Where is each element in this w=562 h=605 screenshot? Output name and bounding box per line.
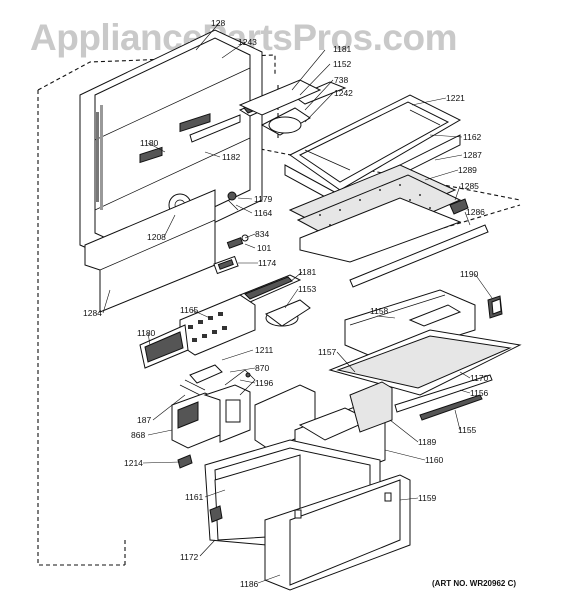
part-label: 834 [255, 229, 269, 239]
part-label: 1243 [238, 37, 257, 47]
part-label: 1208 [147, 232, 166, 242]
part-label: 1186 [240, 579, 259, 589]
part-label: 1165 [180, 305, 199, 315]
lower-liner-panel [84, 189, 216, 313]
door-panel-1159 [264, 474, 411, 591]
trim-strip-1286 [349, 224, 489, 288]
small-hardware [213, 191, 249, 275]
part-label: 1157 [318, 347, 337, 357]
clip-1214 [177, 454, 193, 469]
part-label: 1182 [222, 152, 241, 162]
part-label: 1285 [460, 181, 479, 191]
cover-1211 [189, 364, 223, 384]
part-label: 1287 [463, 150, 482, 160]
leader-lines [102, 21, 493, 584]
upper-rail [238, 79, 322, 116]
part-label: 1159 [418, 493, 437, 503]
top-frame-assembly [189, 81, 347, 143]
part-label: 1179 [254, 194, 273, 204]
control-panel-1165 [139, 294, 256, 369]
part-label: 1284 [83, 308, 102, 318]
drawer-pan-1157 [328, 329, 522, 396]
part-label: 187 [137, 415, 151, 425]
part-label: 128 [211, 18, 225, 28]
part-label: 1174 [258, 258, 277, 268]
part-label: 1181 [333, 44, 352, 54]
art-number: (ART NO. WR20962 C) [432, 579, 516, 588]
part-label: 1158 [370, 306, 389, 316]
part-label: 1221 [446, 93, 465, 103]
part-label: 1156 [470, 388, 489, 398]
middle-rail-assembly [238, 274, 311, 327]
part-label: 1160 [425, 455, 444, 465]
part-label: 1180 [140, 138, 159, 148]
part-label: 1242 [334, 88, 353, 98]
part-label: 868 [131, 430, 145, 440]
part-label: 1189 [418, 437, 437, 447]
cooling-plates [288, 164, 469, 263]
rail-1156 [394, 374, 493, 421]
part-label: 1214 [124, 458, 143, 468]
part-label: 1162 [463, 132, 482, 142]
part-label: 1172 [180, 552, 199, 562]
part-label: 1286 [466, 207, 485, 217]
control-module-868 [171, 379, 251, 449]
part-label: 738 [334, 75, 348, 85]
part-label: 1170 [470, 373, 489, 383]
part-label: 1196 [255, 378, 274, 388]
part-label: 1152 [333, 59, 352, 69]
part-labels: 128 1243 1181 1152 738 1242 1221 1162 12… [83, 18, 489, 589]
wire-harness [224, 369, 256, 396]
part-label: 1190 [460, 269, 479, 279]
part-label: 1155 [458, 425, 477, 435]
upper-door-panel [79, 29, 263, 266]
part-label: 870 [255, 363, 269, 373]
part-label: 1161 [185, 492, 204, 502]
part-label: 1289 [458, 165, 477, 175]
drawer-cover-1158 [344, 289, 476, 361]
part-label: 1181 [298, 267, 317, 277]
part-label: 1211 [255, 345, 274, 355]
part-label: 1164 [254, 208, 273, 218]
part-label: 1153 [298, 284, 317, 294]
part-label: 1180 [137, 328, 156, 338]
part-label: 101 [257, 243, 271, 253]
bracket-1190 [487, 295, 503, 319]
